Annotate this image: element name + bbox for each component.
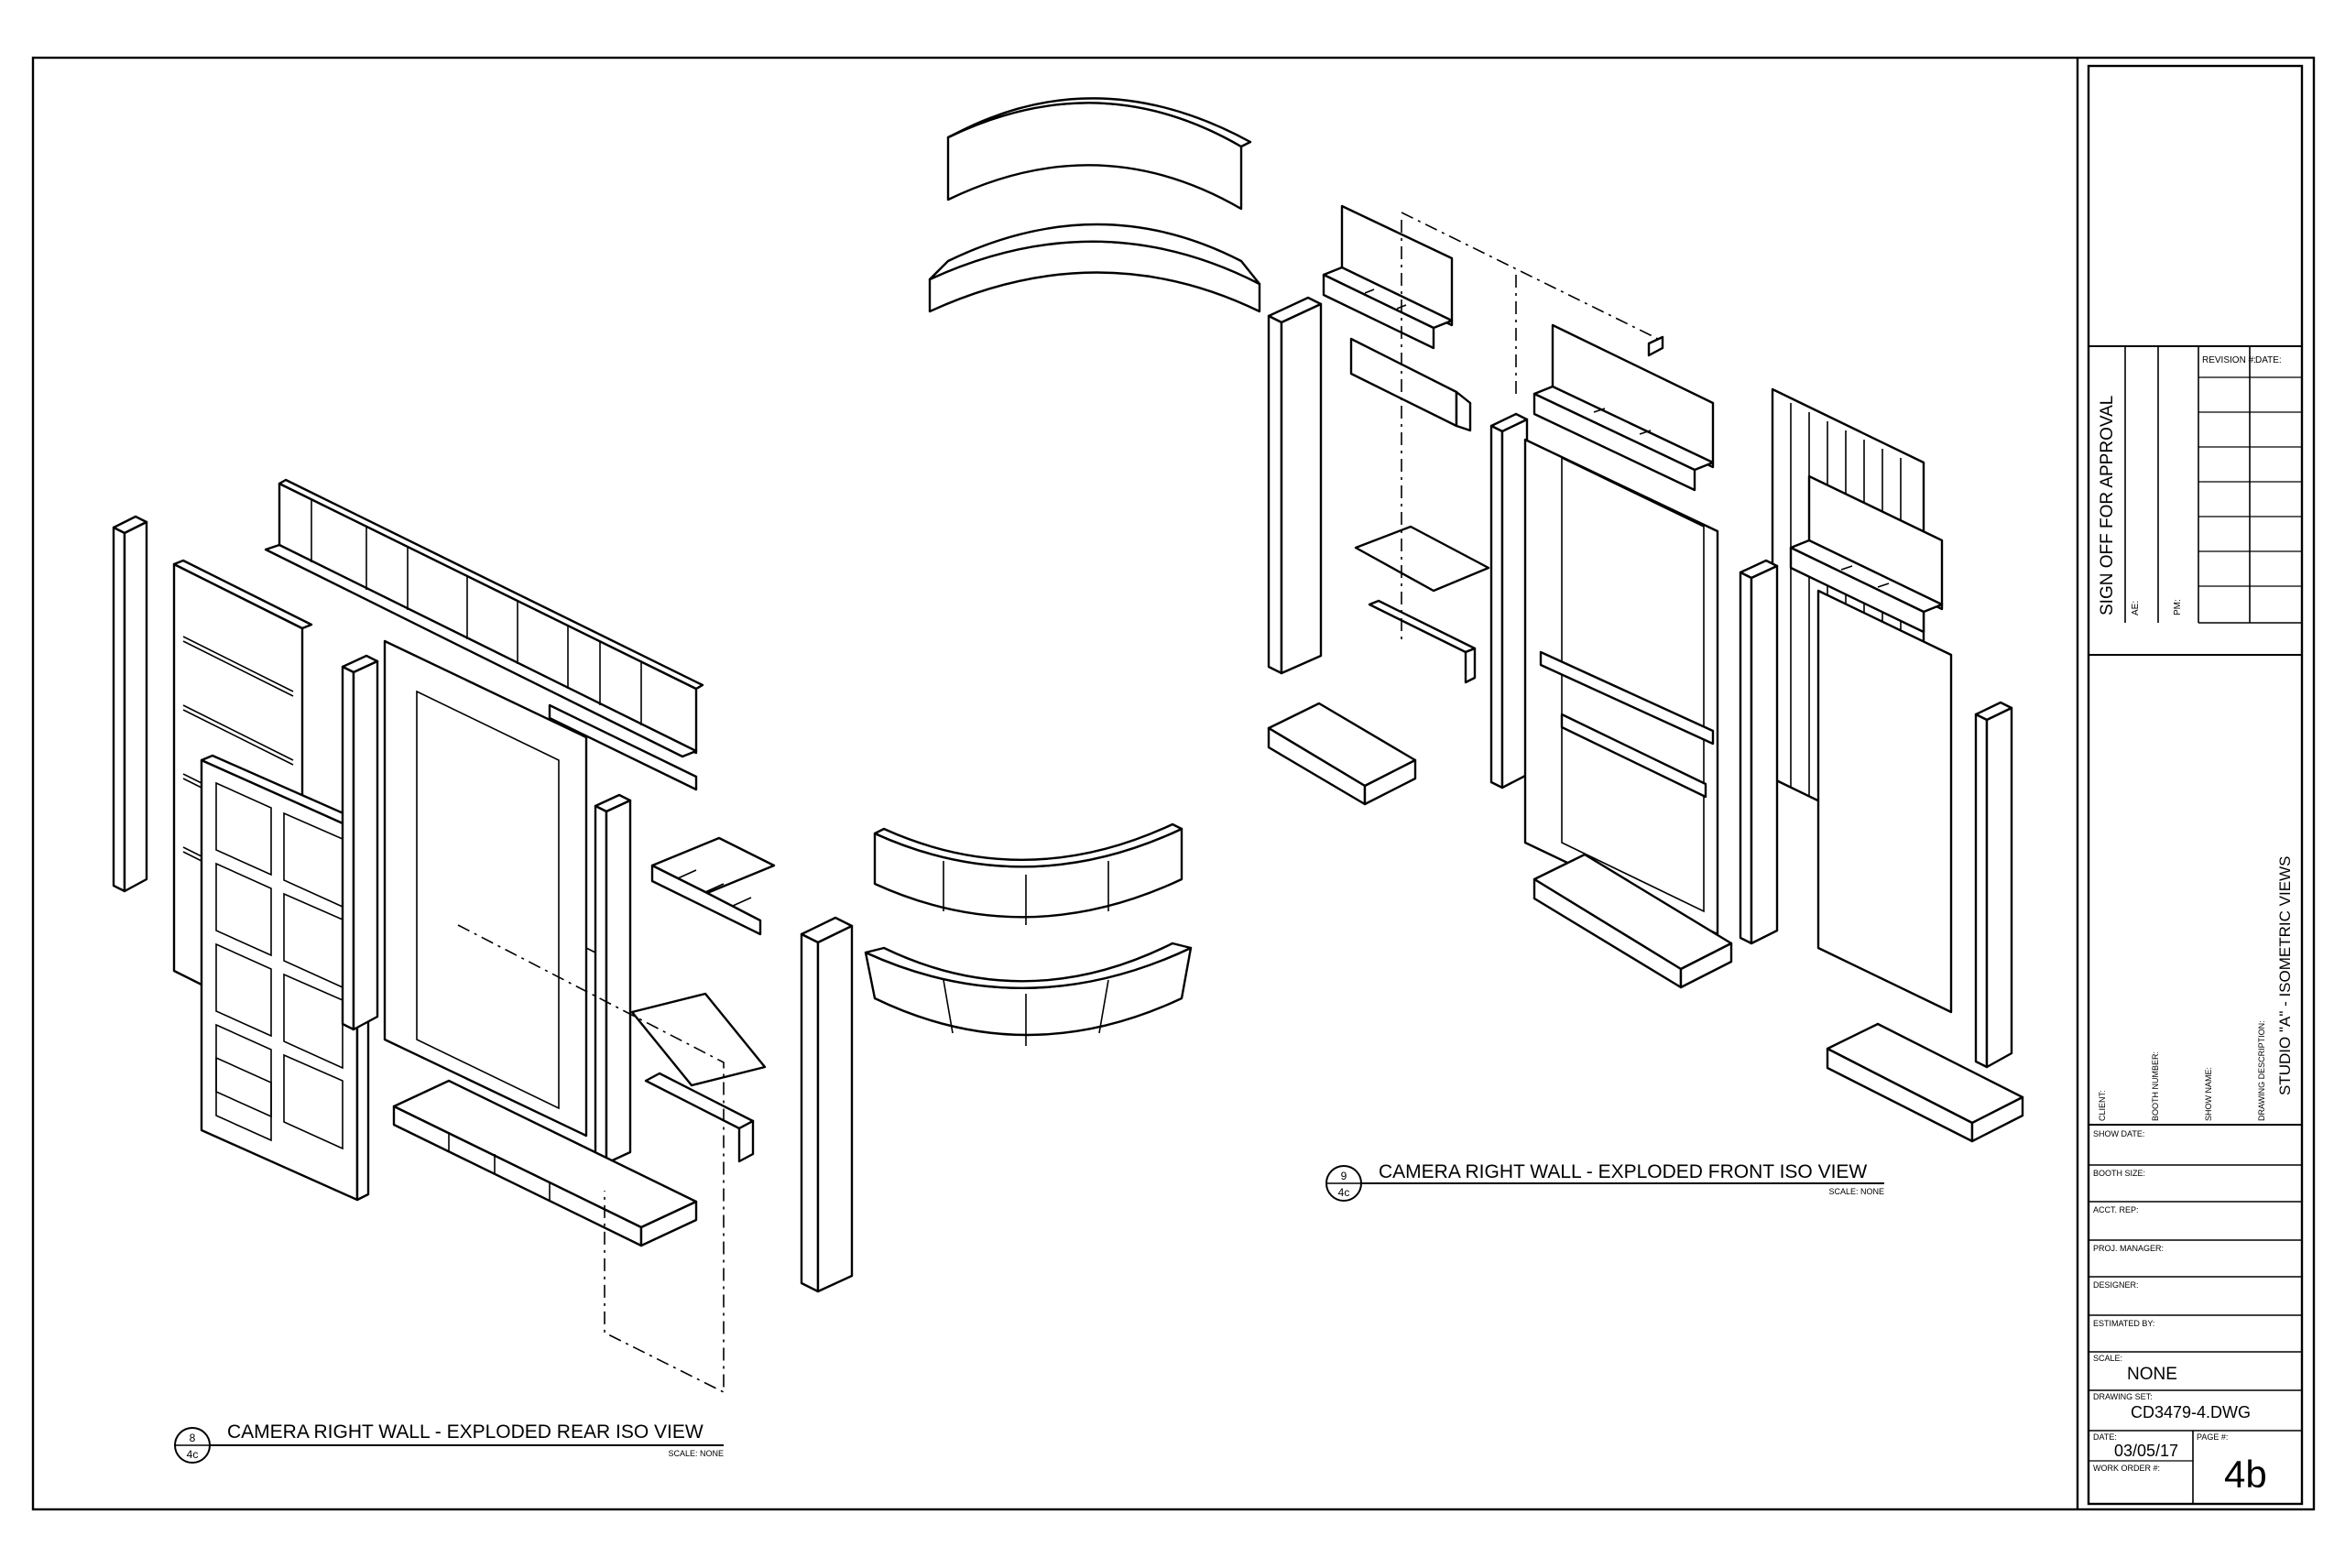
front-iso-view: 9 4c CAMERA RIGHT WALL - EXPLODED FRONT … xyxy=(1267,204,2024,1202)
front-left-post xyxy=(1267,296,1323,675)
date-label: DATE: xyxy=(2093,1432,2117,1442)
rear-iso-view: 8 4c CAMERA RIGHT WALL - EXPLODED REAR I… xyxy=(112,478,854,1464)
rear-front-post xyxy=(594,793,632,1165)
rear-graphic-panel xyxy=(383,639,596,1138)
front-right-post-a xyxy=(1739,559,1779,945)
approval-pm-label: PM: xyxy=(2173,599,2183,615)
rear-view-title: CAMERA RIGHT WALL - EXPLODED REAR ISO VI… xyxy=(227,1421,704,1443)
drawing-description: STUDIO "A" - ISOMETRIC VIEWS xyxy=(2276,856,2294,1095)
booth-number-label: BOOTH NUMBER: xyxy=(2151,1051,2160,1121)
front-view-title: CAMERA RIGHT WALL - EXPLODED FRONT ISO V… xyxy=(1379,1161,1867,1182)
approval-ae-label: AE: xyxy=(2131,601,2141,615)
scale-value: NONE xyxy=(2127,1365,2177,1384)
rear-right-post xyxy=(800,916,854,1293)
rear-view-number: 8 xyxy=(190,1432,196,1444)
sheet-border xyxy=(31,56,2316,1511)
proj-manager-label: PROJ. MANAGER: xyxy=(2093,1244,2164,1253)
front-flat-shelf xyxy=(1354,525,1490,593)
front-mid-post xyxy=(1489,412,1529,789)
front-hidden-line xyxy=(1401,212,1659,340)
front-view-sheet: 4c xyxy=(1338,1186,1350,1199)
designer-label: DESIGNER: xyxy=(2093,1280,2139,1290)
curved-top-valance xyxy=(928,223,1261,313)
rear-view-sheet: 4c xyxy=(187,1448,199,1461)
front-base-bench-c xyxy=(1826,1022,2024,1143)
front-small-shelf-unit-a xyxy=(1322,204,1454,350)
drawing-set-value: CD3479-4.DWG xyxy=(2131,1403,2251,1421)
front-small-shelf-unit-b xyxy=(1532,323,1715,492)
front-far-right-post xyxy=(1974,701,2013,1069)
front-view-scale: SCALE: NONE xyxy=(1828,1187,1884,1196)
front-base-bench-a xyxy=(1267,702,1417,806)
client-label: CLIENT: xyxy=(2098,1090,2107,1121)
rear-view-callout: 8 4c CAMERA RIGHT WALL - EXPLODED REAR I… xyxy=(174,1421,724,1464)
revision-table: REVISION #: DATE: xyxy=(2198,346,2302,624)
curved-top-header xyxy=(946,97,1252,211)
front-right-graphic-panel xyxy=(1816,589,1953,1014)
rear-bracket xyxy=(644,1072,755,1163)
rear-view-scale: SCALE: NONE xyxy=(668,1449,724,1458)
rear-angled-shelf-bin xyxy=(650,836,776,936)
scale-label: SCALE: xyxy=(2093,1354,2122,1363)
rear-hidden-line xyxy=(457,924,725,1394)
rear-left-post xyxy=(112,515,148,893)
work-order-label: WORK ORDER #: xyxy=(2093,1464,2160,1473)
front-graphic-panel xyxy=(1523,438,1719,936)
front-bracket xyxy=(1368,599,1477,684)
rear-flat-shelf xyxy=(630,992,767,1087)
approval-heading: SIGN OFF FOR APPROVAL xyxy=(2098,396,2117,615)
curved-shelf-upper xyxy=(873,822,1183,925)
rear-top-header-unit xyxy=(264,478,704,791)
estimated-by-label: ESTIMATED BY: xyxy=(2093,1319,2154,1328)
rear-base-bench xyxy=(392,1079,698,1247)
front-view-callout: 9 4c CAMERA RIGHT WALL - EXPLODED FRONT … xyxy=(1325,1161,1884,1202)
drawing-set-label: DRAWING SET: xyxy=(2093,1392,2153,1401)
show-name-label: SHOW NAME: xyxy=(2204,1067,2213,1121)
curved-shelf-lower xyxy=(864,942,1193,1046)
page-label: PAGE #: xyxy=(2197,1432,2228,1442)
revision-number-header: REVISION #: xyxy=(2202,355,2256,365)
booth-size-label: BOOTH SIZE: xyxy=(2093,1169,2145,1178)
revision-date-header: DATE: xyxy=(2255,355,2282,365)
acct-rep-label: ACCT. REP: xyxy=(2093,1205,2139,1214)
page-value: 4b xyxy=(2224,1453,2267,1496)
show-date-label: SHOW DATE: xyxy=(2093,1129,2144,1138)
front-base-bench-b xyxy=(1532,853,1733,989)
front-view-number: 9 xyxy=(1341,1170,1347,1182)
drawing-description-label: DRAWING DESCRIPTION: xyxy=(2257,1020,2266,1121)
info-rows: SHOW DATE: BOOTH SIZE: ACCT. REP: PROJ. … xyxy=(2089,1129,2302,1504)
front-valance xyxy=(1349,337,1472,432)
front-small-shelf-unit-c xyxy=(1789,474,1944,634)
rear-mid-post xyxy=(341,654,379,1031)
title-block: SIGN OFF FOR APPROVAL AE: PM: REVISION #… xyxy=(2087,64,2304,1506)
date-value: 03/05/17 xyxy=(2114,1442,2178,1460)
